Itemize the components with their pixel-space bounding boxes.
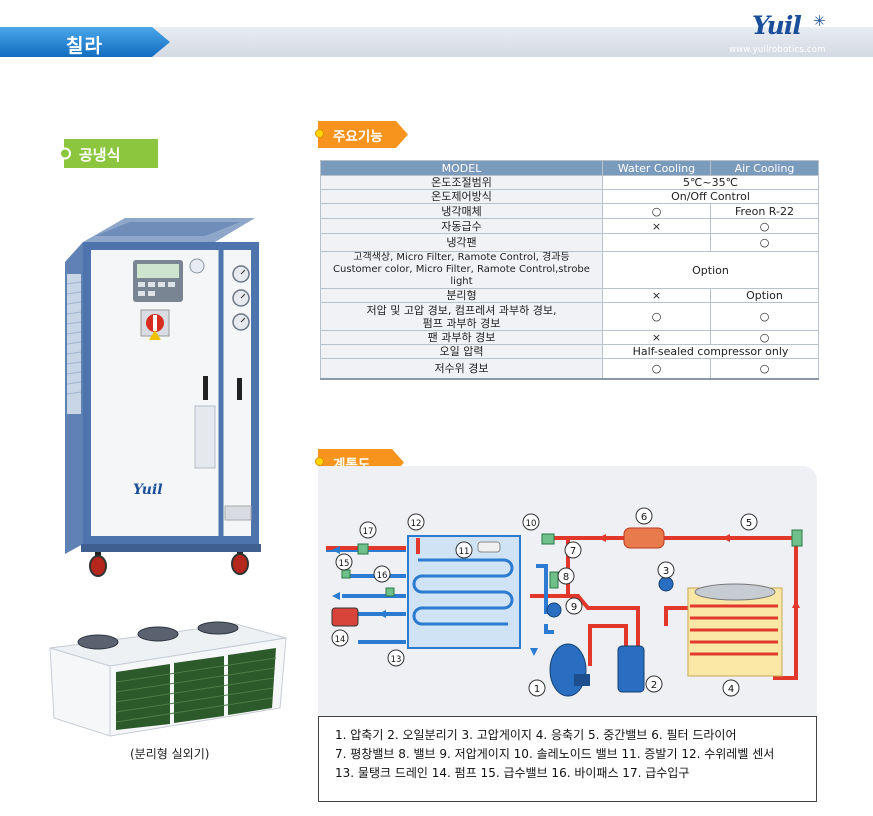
callout-12: 12	[411, 519, 422, 529]
callout-7: 7	[570, 546, 576, 557]
row-value-water: ×	[602, 330, 711, 345]
row-value-water: ○	[602, 302, 711, 331]
row-label: 온도조절범위	[320, 175, 603, 190]
bullet-dot-icon	[315, 457, 324, 466]
callout-11: 11	[459, 547, 470, 557]
outdoor-unit-caption: (분리형 실외기)	[130, 747, 210, 761]
legend-line: 1. 압축기 2. 오일분리기 3. 고압게이지 4. 응축기 5. 중간밸브 …	[335, 728, 737, 742]
callout-4: 4	[728, 684, 734, 695]
row-value-water: ×	[602, 218, 711, 234]
callout-10: 10	[526, 519, 537, 529]
callout-3: 3	[663, 566, 669, 577]
row-label: 저수위 경보	[320, 358, 603, 380]
row-label: 오일 압력	[320, 344, 603, 359]
row-value-air: ○	[710, 302, 819, 331]
row-value-water: ○	[602, 203, 711, 219]
column-header-water-cooling: Water Cooling	[602, 160, 711, 176]
section-tag-features	[318, 121, 408, 148]
row-value-air: ○	[710, 358, 819, 380]
svg-text:Yuil: Yuil	[133, 482, 163, 498]
row-label: 팬 과부하 경보	[320, 330, 603, 345]
callout-17: 17	[363, 527, 374, 537]
callout-6: 6	[641, 512, 647, 523]
row-value-air: ○	[710, 233, 819, 252]
callout-8: 8	[563, 572, 569, 583]
header-title-tab	[0, 27, 170, 57]
section-tag-air-cooled	[59, 139, 158, 168]
callout-16: 16	[377, 571, 388, 581]
row-value-air: ○	[710, 218, 819, 234]
features-table: MODEL Water Cooling Air Cooling 온도조절범위 5…	[320, 160, 819, 380]
legend-line: 7. 평창밸브 8. 밸브 9. 저압게이지 10. 솔레노이드 밸브 11. …	[335, 747, 775, 761]
row-label-line: Customer color, Micro Filter, Ramote Con…	[333, 264, 590, 287]
callout-9: 9	[571, 602, 577, 613]
row-label: 분리형	[320, 288, 603, 303]
row-value-air: Option	[710, 288, 819, 303]
row-value-air: Freon R-22	[710, 203, 819, 219]
callout-13: 13	[391, 655, 402, 665]
bullet-dot-icon	[315, 129, 324, 138]
section-label-air-cooled: 공냉식	[79, 146, 121, 164]
row-value-water	[602, 233, 711, 252]
row-label-line: 펌프 과부하 경보	[422, 316, 501, 330]
callout-14: 14	[335, 635, 346, 645]
callout-5: 5	[746, 518, 752, 529]
row-label: 냉각팬	[320, 233, 603, 252]
system-diagram: 1 2 3 4 5 6 7 8 9 10 11 12 13 14 15 16 1…	[326, 507, 803, 697]
row-label: 냉각매체	[320, 203, 603, 219]
callout-2: 2	[651, 680, 657, 691]
callout-1: 1	[534, 684, 540, 695]
row-label-line: 고객색상, Micro Filter, Ramote Control, 경과등	[353, 252, 570, 263]
row-label: 고객색상, Micro Filter, Ramote Control, 경과등 …	[320, 251, 603, 289]
row-value-water: ○	[602, 358, 711, 380]
outdoor-unit-image	[49, 621, 287, 737]
chiller-unit-image: Yuil	[65, 218, 261, 577]
section-label-features: 주요기능	[333, 129, 383, 145]
logo-star-icon: ✳	[813, 12, 826, 30]
row-label: 자동급수	[320, 218, 603, 234]
row-value-air: ○	[710, 330, 819, 345]
column-header-air-cooling: Air Cooling	[710, 160, 819, 176]
row-value: Option	[602, 251, 819, 289]
row-label: 저압 및 고압 경보, 컴프레셔 과부하 경보, 펌프 과부하 경보	[320, 302, 603, 331]
row-value: 5℃~35℃	[602, 175, 819, 190]
diagram-legend: 1. 압축기 2. 오일분리기 3. 고압게이지 4. 응축기 5. 중간밸브 …	[318, 716, 817, 802]
row-value: On/Off Control	[602, 189, 819, 204]
company-url: www.yuilrobotics.com	[729, 45, 826, 55]
company-logo: Yuil	[752, 11, 802, 40]
legend-line: 13. 물탱크 드레인 14. 펌프 15. 급수밸브 16. 바이패스 17.…	[335, 766, 690, 780]
column-header-model: MODEL	[320, 160, 603, 176]
row-value: Half-sealed compressor only	[602, 344, 819, 359]
row-label-line: 저압 및 고압 경보, 컴프레셔 과부하 경보,	[366, 303, 557, 317]
page-title: 칠라	[66, 35, 103, 57]
row-label: 온도제어방식	[320, 189, 603, 204]
row-value-water: ×	[602, 288, 711, 303]
callout-15: 15	[339, 559, 350, 569]
